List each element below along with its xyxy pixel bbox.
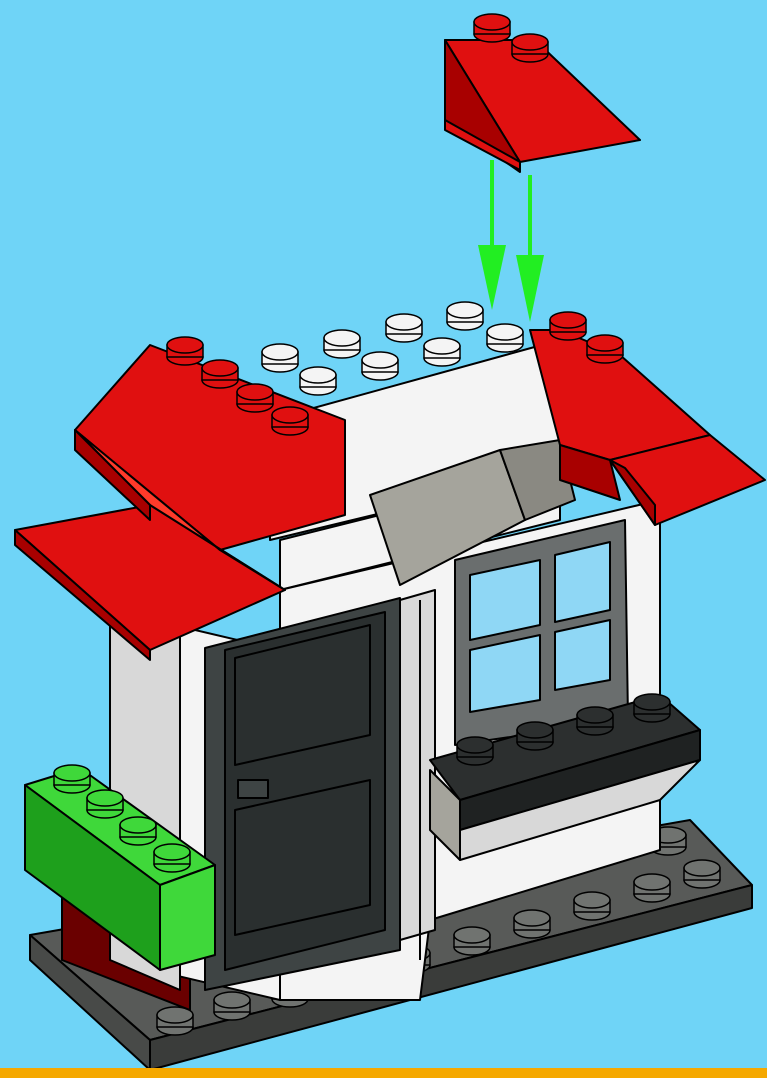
white-stud [262, 344, 298, 372]
base-stud [157, 1007, 193, 1035]
base-stud [514, 910, 550, 938]
white-stud [447, 302, 483, 330]
green-stud [120, 817, 156, 845]
green-stud [87, 790, 123, 818]
roof-stud [237, 384, 273, 412]
white-stud [362, 352, 398, 380]
base-stud [214, 992, 250, 1020]
base-stud [454, 927, 490, 955]
roof-stud [587, 335, 623, 363]
roof-stud [512, 34, 548, 62]
green-stud [54, 765, 90, 793]
planter-stud [457, 737, 493, 765]
roof-stud [550, 312, 586, 340]
white-stud [424, 338, 460, 366]
white-stud [300, 367, 336, 395]
green-stud [154, 844, 190, 872]
roof-stud [202, 360, 238, 388]
door [205, 598, 400, 990]
roof-stud [474, 14, 510, 42]
roof-stud [272, 407, 308, 435]
door-handle [238, 780, 268, 798]
bottom-bar [0, 1068, 767, 1078]
roof-stud [167, 337, 203, 365]
base-stud [684, 860, 720, 888]
white-stud [386, 314, 422, 342]
planter-stud [634, 694, 670, 722]
planter-stud [517, 722, 553, 750]
white-stud [324, 330, 360, 358]
planter-stud [577, 707, 613, 735]
base-stud [574, 892, 610, 920]
base-stud [634, 874, 670, 902]
white-stud [487, 324, 523, 352]
